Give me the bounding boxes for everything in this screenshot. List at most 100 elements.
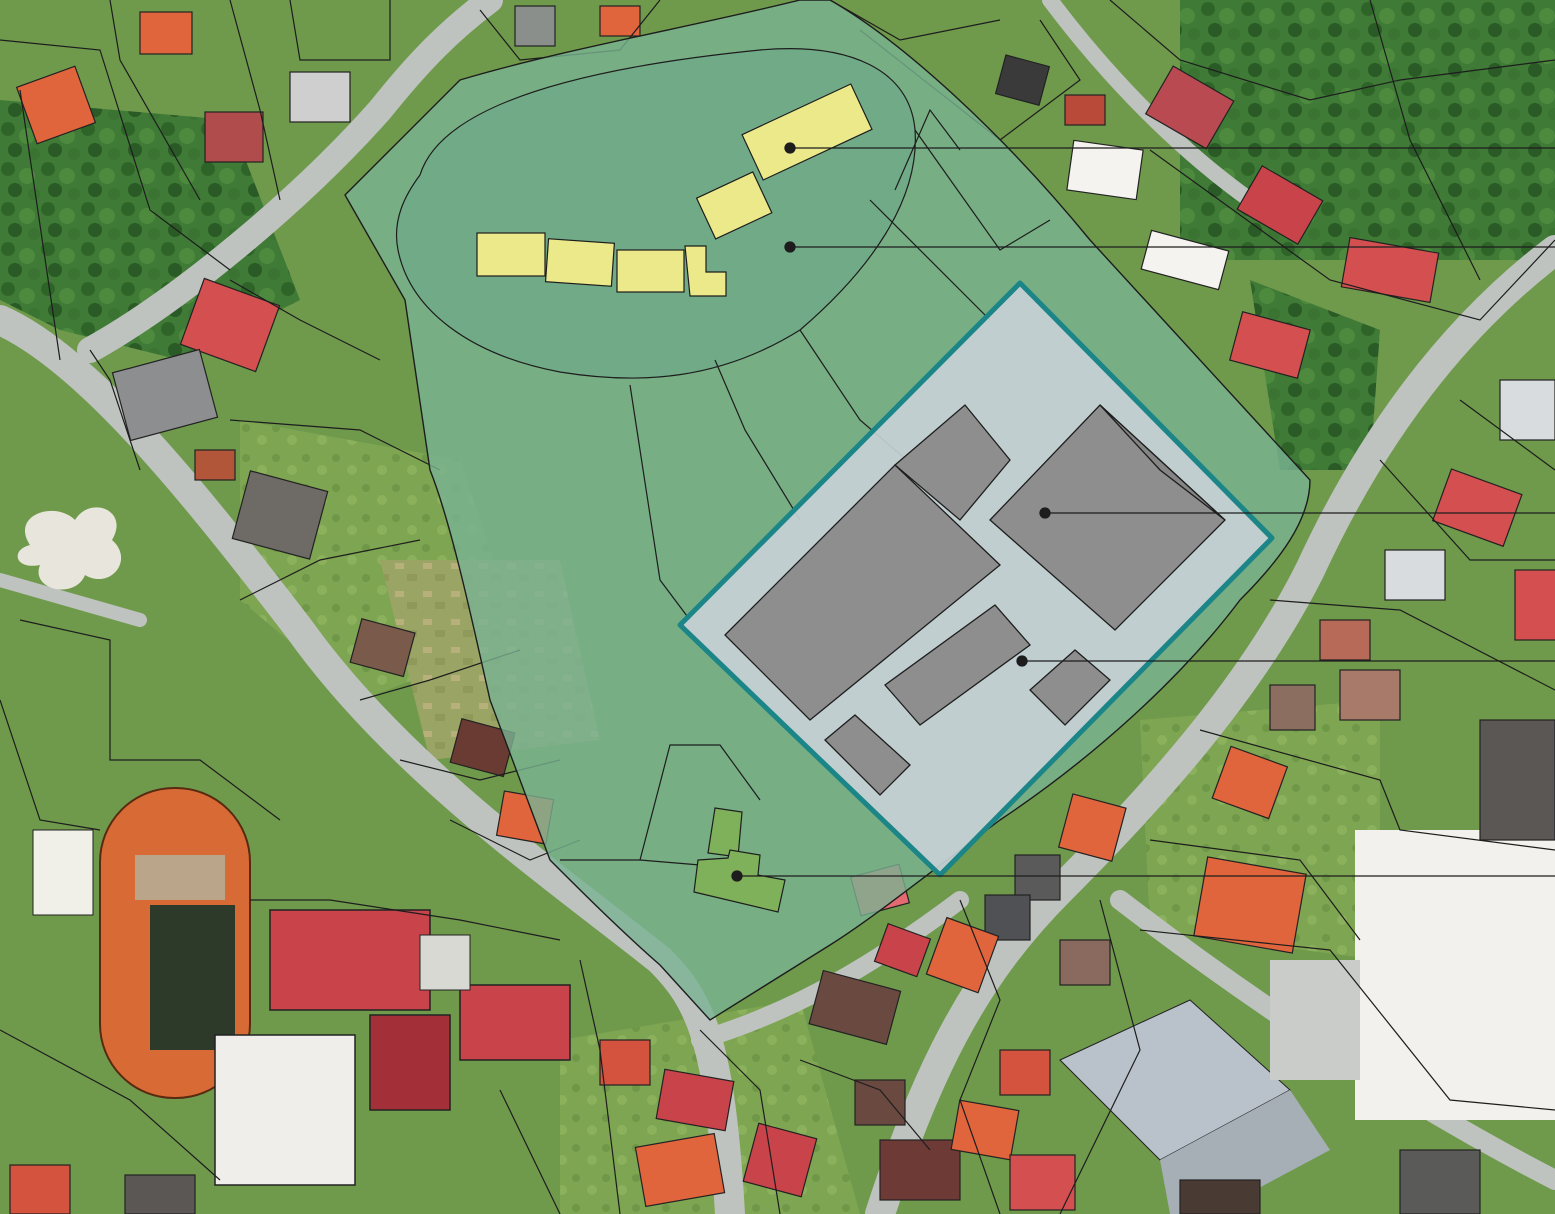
leader-lines xyxy=(731,142,1555,882)
parcel-line xyxy=(1269,599,1555,691)
house xyxy=(925,916,1000,994)
yellow-building xyxy=(741,83,873,181)
house xyxy=(1384,549,1446,601)
parcel-line xyxy=(1149,149,1555,321)
house xyxy=(124,1174,196,1214)
house xyxy=(999,1049,1051,1096)
parcel-line xyxy=(799,1059,931,1151)
parcel-line xyxy=(229,0,281,201)
road-northwest-arc xyxy=(77,0,503,363)
industrial-shed-east xyxy=(1029,649,1111,726)
school-building-red xyxy=(459,984,571,1061)
house xyxy=(1431,468,1523,548)
parcel-line xyxy=(0,1029,221,1181)
parcel-line xyxy=(829,0,1001,41)
house xyxy=(1144,65,1235,150)
zone-divider xyxy=(639,859,701,866)
house xyxy=(599,1039,651,1086)
house xyxy=(111,348,219,442)
house xyxy=(289,71,351,123)
industrial-site-outline xyxy=(677,280,1275,878)
parcel-line xyxy=(19,89,61,361)
road-east-main xyxy=(865,235,1555,1214)
house xyxy=(1140,229,1230,291)
parcel-line xyxy=(1459,399,1555,471)
house xyxy=(984,894,1031,941)
zone-divider xyxy=(629,384,691,621)
house xyxy=(879,1139,961,1201)
house xyxy=(655,1068,735,1132)
tennis-court-west xyxy=(32,829,94,916)
sports-pitch xyxy=(150,905,235,1050)
parcel-line xyxy=(239,539,421,601)
planned-residential-buildings xyxy=(476,83,873,297)
house xyxy=(1228,311,1312,379)
leader-dot-4 xyxy=(1016,655,1028,667)
house xyxy=(1059,939,1111,986)
houses xyxy=(9,5,1555,1214)
house xyxy=(1066,139,1144,201)
parcel-line xyxy=(289,0,391,61)
yellow-building xyxy=(616,249,685,293)
house xyxy=(742,1122,818,1198)
house xyxy=(514,5,556,47)
yellow-building xyxy=(695,171,773,240)
house xyxy=(1514,569,1555,641)
white-hall-southwest xyxy=(214,1034,356,1186)
yellow-building xyxy=(544,238,616,287)
white-hall-southeast xyxy=(1355,830,1555,1120)
house xyxy=(1269,684,1316,731)
house xyxy=(634,1132,726,1208)
parcel-line xyxy=(1139,929,1555,1111)
zone-divider xyxy=(714,359,801,521)
parcel-line xyxy=(1199,729,1555,851)
clover-shaped-plaza xyxy=(17,507,122,590)
industrial-shed-south xyxy=(824,714,911,796)
industrial-hall-west xyxy=(724,464,1001,721)
parcel-line xyxy=(959,899,1001,1214)
house xyxy=(1236,165,1324,245)
zone-divider xyxy=(894,108,961,191)
house xyxy=(1211,745,1289,820)
parcel-line xyxy=(579,959,621,1214)
lawn-east xyxy=(1140,700,1380,960)
zone-divider xyxy=(914,129,1051,251)
forest-northeast xyxy=(1180,0,1555,260)
zone-divider xyxy=(560,744,761,861)
parcel-line xyxy=(19,619,281,821)
parcel-line xyxy=(699,1029,781,1214)
house xyxy=(1064,94,1106,126)
house xyxy=(1319,619,1371,661)
house xyxy=(1057,793,1127,863)
house xyxy=(449,718,516,778)
house xyxy=(194,449,236,481)
house xyxy=(1479,719,1555,841)
parcel-line xyxy=(250,899,561,941)
yellow-building xyxy=(476,232,546,277)
parcel-line xyxy=(229,279,381,361)
parcel-line xyxy=(89,349,141,471)
house xyxy=(1399,1149,1481,1214)
house xyxy=(994,54,1051,107)
parcel-line xyxy=(229,419,441,471)
leader-dot-3 xyxy=(1039,507,1051,519)
house xyxy=(1179,1179,1261,1214)
house xyxy=(808,969,902,1046)
house xyxy=(873,922,932,978)
house xyxy=(950,1099,1020,1161)
parcel-line xyxy=(1109,0,1555,101)
house xyxy=(854,1079,906,1126)
house xyxy=(599,5,641,37)
road-west-spur xyxy=(0,573,147,627)
house xyxy=(1193,856,1307,954)
sports-hall-annex xyxy=(419,934,471,991)
sports-hall-red xyxy=(269,909,431,1011)
house xyxy=(204,111,264,163)
house xyxy=(231,470,329,560)
house xyxy=(9,1164,71,1214)
house xyxy=(1014,854,1061,901)
industrial-hall-small xyxy=(884,604,1031,726)
industrial-hall-large-east xyxy=(1099,404,1226,521)
parcel-line xyxy=(1379,459,1555,561)
